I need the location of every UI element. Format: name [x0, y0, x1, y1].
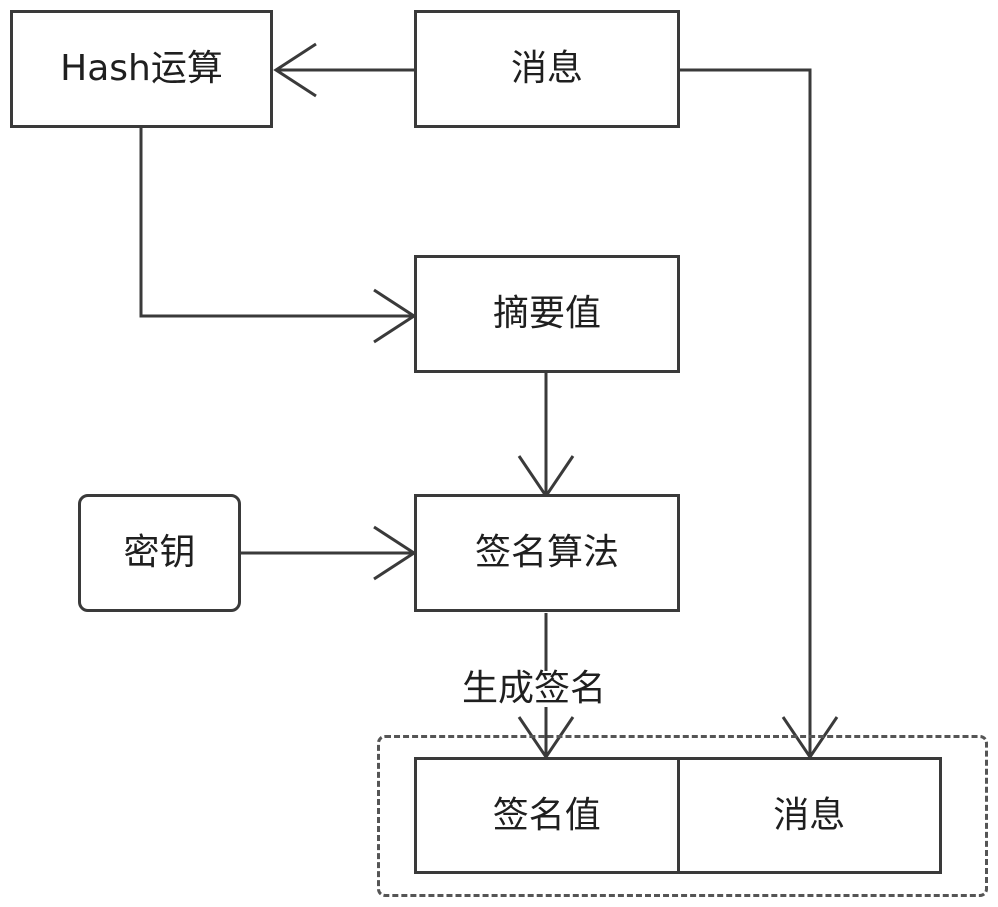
message-label: 消息	[510, 48, 583, 89]
sign-algorithm-box: 签名算法	[414, 494, 680, 612]
key-label: 密钥	[123, 532, 196, 573]
edge-message-to-output	[679, 68, 812, 757]
output-message-cell: 消息	[676, 760, 940, 871]
signed-message-group	[377, 735, 988, 897]
output-message-label: 消息	[773, 794, 846, 836]
signed-message-record: 签名值 消息	[414, 757, 942, 874]
generate-signature-label: 生成签名	[460, 668, 609, 709]
message-box: 消息	[414, 10, 680, 128]
arrowhead-hash	[273, 42, 317, 98]
sign-algorithm-label: 签名算法	[474, 532, 619, 573]
key-box: 密钥	[78, 494, 241, 612]
signature-value-label: 签名值	[492, 794, 601, 836]
signature-value-cell: 签名值	[417, 760, 677, 871]
hash-box: Hash运算	[10, 10, 273, 128]
digest-label: 摘要值	[492, 293, 601, 334]
digest-box: 摘要值	[414, 255, 680, 373]
hash-label: Hash运算	[60, 48, 223, 89]
edge-hash-to-digest	[139, 127, 414, 318]
